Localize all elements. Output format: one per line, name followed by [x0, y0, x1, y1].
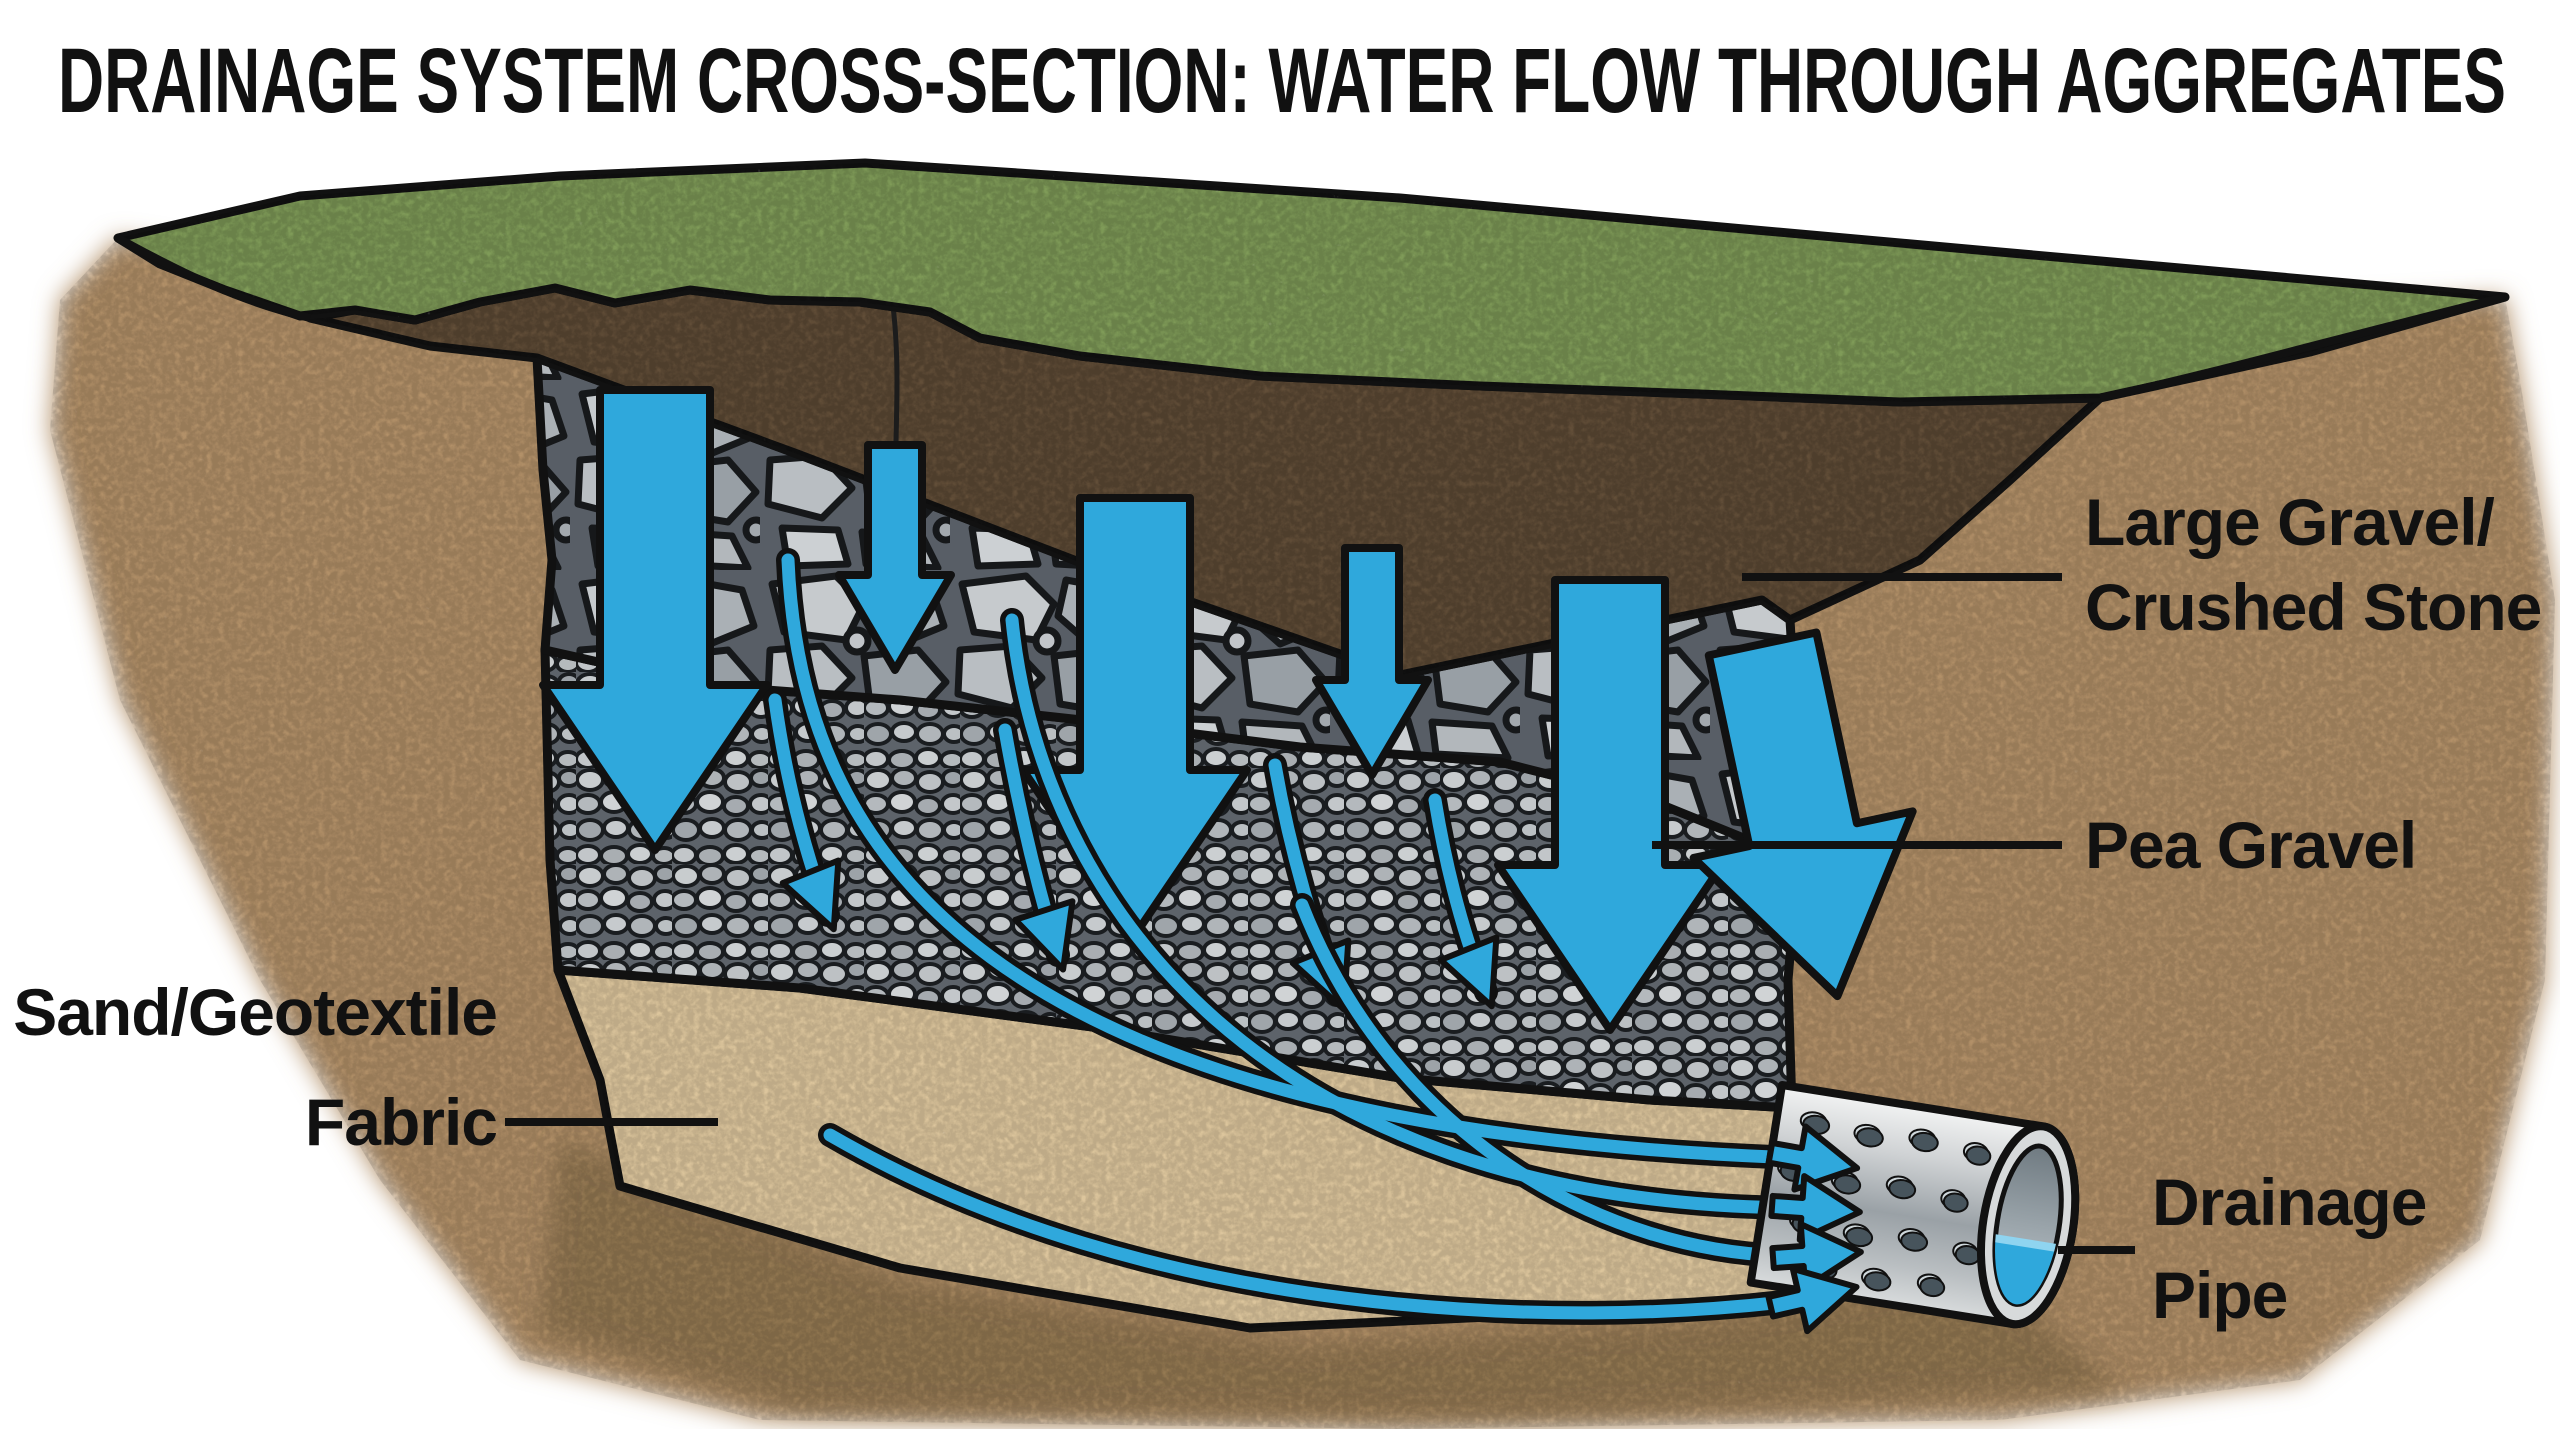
callout-drainage-pipe: Drainage Pipe	[2058, 1165, 2427, 1332]
grass-layer	[113, 158, 2510, 407]
large-gravel-label-line2: Crushed Stone	[2085, 570, 2541, 644]
berm-edge-right	[2099, 293, 2506, 402]
large-gravel-label-line1: Large Gravel/	[2085, 485, 2495, 559]
berm-edge-left	[116, 234, 311, 322]
sand-fabric-label-line2: Fabric	[305, 1085, 497, 1159]
page-title: DRAINAGE SYSTEM CROSS-SECTION: WATER FLO…	[58, 30, 2506, 132]
sand-fabric-label-line1: Sand/Geotextile	[13, 975, 497, 1049]
water-arrows-pea	[763, 688, 1500, 1013]
water-arrowheads-into-pipe	[1765, 1123, 1864, 1335]
sand-layer	[553, 965, 1955, 1333]
callout-large-gravel: Large Gravel/ Crushed Stone	[1742, 485, 2542, 644]
large-down-arrow	[539, 386, 771, 854]
large-down-arrow	[1494, 576, 1726, 1034]
water-arrows-gravel	[539, 386, 1917, 1034]
drainage-pipe-label-line1: Drainage	[2152, 1165, 2426, 1239]
callout-sand-fabric: Sand/Geotextile Fabric	[13, 975, 718, 1159]
water-arrows-sweep	[776, 548, 1814, 1325]
pea-gravel-label: Pea Gravel	[2085, 808, 2416, 882]
drainage-pipe-label-line2: Pipe	[2152, 1258, 2287, 1332]
medium-down-arrow	[835, 441, 955, 674]
medium-down-arrow	[1312, 544, 1432, 779]
callout-pea-gravel: Pea Gravel	[1652, 808, 2417, 882]
